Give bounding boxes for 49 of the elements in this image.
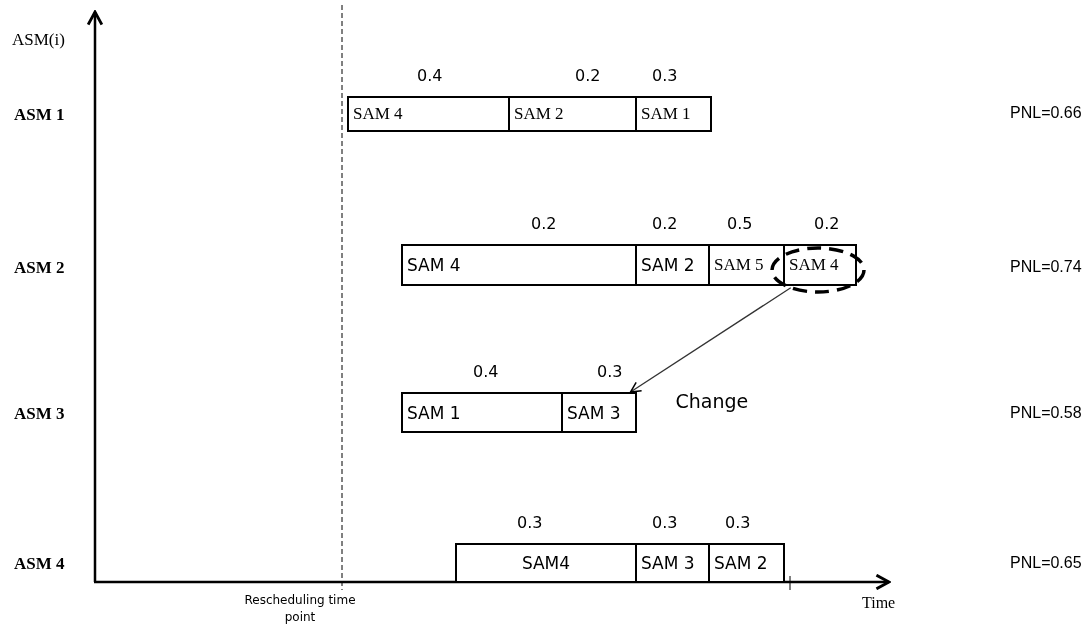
axis-title: ASM(i) — [12, 30, 65, 50]
axis-title: Time — [862, 594, 896, 612]
duration-label: 0.3 — [517, 513, 543, 532]
duration-label: 0.3 — [597, 362, 623, 381]
pnl-value: PNL=0.65 — [1010, 554, 1082, 572]
highlight-ellipse — [770, 246, 866, 294]
task-label: SAM 5 — [713, 255, 765, 275]
row-label: ASM 2 — [14, 258, 65, 278]
duration-label: 0.3 — [652, 66, 678, 85]
task-bar — [708, 543, 785, 583]
edge-label: Change — [675, 390, 749, 412]
duration-label: 0.2 — [531, 214, 557, 233]
task-label: SAM 2 — [513, 104, 565, 124]
task-bar — [561, 392, 637, 433]
duration-label: 0.3 — [725, 513, 751, 532]
duration-label: 0.3 — [652, 513, 678, 532]
task-label: SAM 3 — [566, 402, 622, 423]
task-label: SAM 2 — [713, 553, 769, 573]
duration-label: 0.4 — [473, 362, 499, 381]
task-bar — [401, 244, 637, 286]
duration-label: 0.2 — [814, 214, 840, 233]
duration-label: 0.4 — [417, 66, 443, 85]
task-label: SAM 3 — [640, 553, 696, 573]
duration-label: 0.2 — [652, 214, 678, 233]
pnl-value: PNL=0.58 — [1010, 404, 1082, 422]
arrow — [629, 287, 792, 393]
task-bar — [401, 392, 563, 433]
task-label: SAM 4 — [788, 255, 840, 275]
task-bar — [635, 543, 710, 583]
task-bar — [347, 96, 510, 132]
task-bar — [508, 96, 637, 132]
duration-label: 0.5 — [727, 214, 753, 233]
row-label: ASM 4 — [14, 554, 65, 574]
duration-label: 0.2 — [575, 66, 601, 85]
task-label: SAM 2 — [640, 255, 696, 275]
axis-annotation: Rescheduling time point — [243, 592, 357, 626]
task-bar — [635, 96, 712, 132]
pnl-value: PNL=0.66 — [1010, 104, 1082, 122]
task-label: SAM4 — [520, 553, 572, 573]
task-label: SAM 4 — [406, 255, 462, 275]
task-label: SAM 1 — [406, 402, 462, 423]
task-bar — [635, 244, 710, 286]
task-bar — [455, 543, 637, 583]
pnl-value: PNL=0.74 — [1010, 258, 1082, 276]
task-bar — [708, 244, 785, 286]
task-label: SAM 1 — [640, 104, 692, 124]
row-label: ASM 1 — [14, 105, 65, 125]
row-label: ASM 3 — [14, 404, 65, 424]
task-label: SAM 4 — [352, 104, 404, 124]
